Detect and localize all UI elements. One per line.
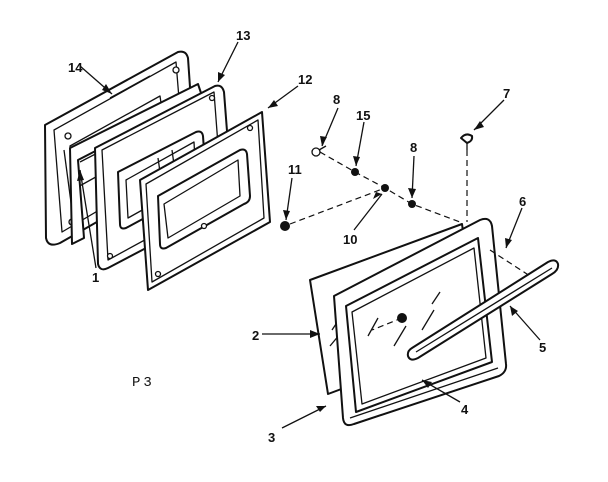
glass-clip — [397, 313, 407, 323]
callout-10: 10 — [343, 232, 357, 247]
inner-door-plate — [139, 111, 271, 291]
outer-door-frame — [333, 217, 508, 427]
door-handle — [406, 259, 560, 361]
figure-label: P3 — [132, 375, 155, 391]
callout-14: 14 — [68, 60, 83, 75]
screw-7 — [460, 133, 474, 150]
washer-15 — [351, 168, 359, 176]
callout-12: 12 — [298, 72, 312, 87]
callout-4: 4 — [461, 402, 469, 417]
callout-1: 1 — [92, 270, 99, 285]
callout-8: 8 — [410, 140, 417, 155]
callout-7: 7 — [503, 86, 510, 101]
callout-6: 6 — [519, 194, 526, 209]
callout-13: 13 — [236, 28, 250, 43]
callout-3: 3 — [268, 430, 275, 445]
screw-11 — [280, 221, 290, 231]
callout-5: 5 — [539, 340, 546, 355]
callout-11: 11 — [288, 162, 302, 177]
leader-arrowheads — [77, 72, 518, 412]
callout-2: 2 — [252, 328, 259, 343]
callout-9: 8 — [333, 92, 340, 107]
callout-15: 15 — [356, 108, 370, 123]
nut-8 — [408, 200, 416, 208]
washer-10 — [381, 184, 389, 192]
